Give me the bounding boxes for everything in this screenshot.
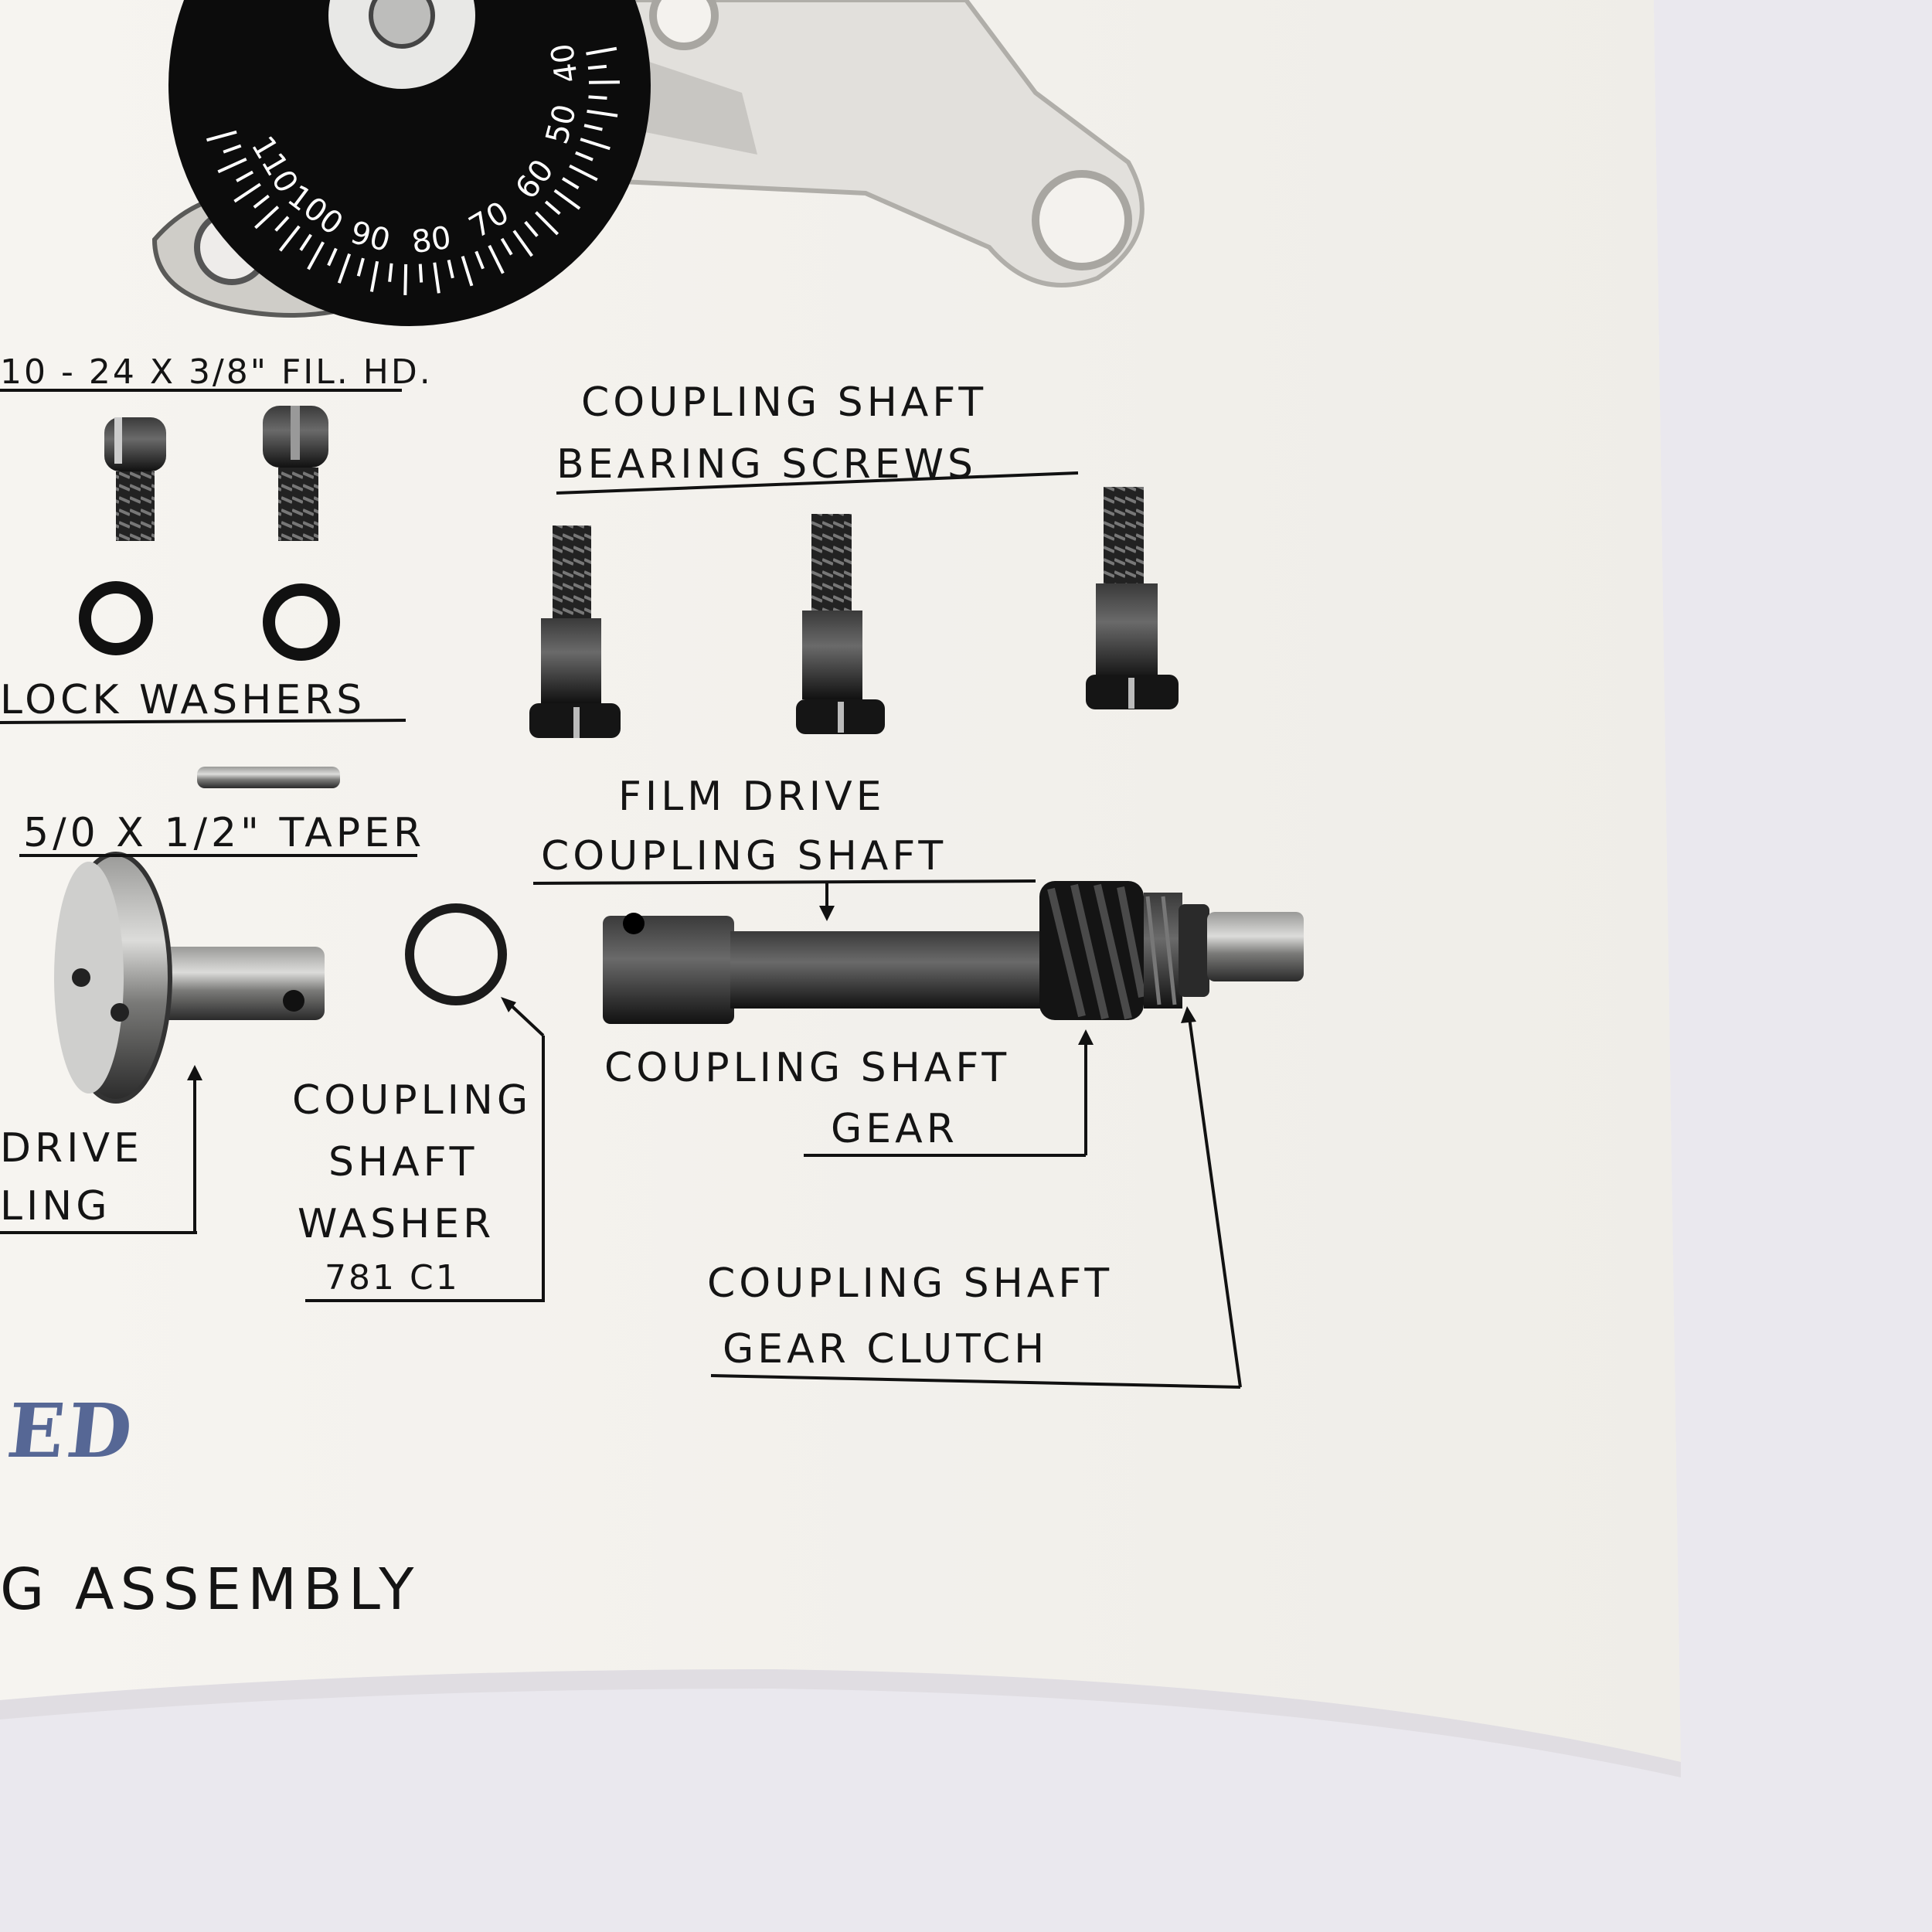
dial-tick: [433, 262, 440, 294]
washer-label-line3: WASHER: [298, 1201, 495, 1247]
dial-tick: [474, 250, 485, 270]
dial-tick: [586, 46, 617, 56]
dial-tick: [274, 216, 290, 232]
dial-tick: [233, 182, 261, 203]
dial-number: 80: [410, 220, 454, 261]
film-drive-coupling-shaft: [603, 881, 1304, 1024]
dial-tick: [388, 263, 393, 282]
dial-tick: [535, 211, 560, 236]
dial-tick: [253, 194, 270, 209]
dial-tick: [418, 264, 423, 283]
dial-tick: [447, 259, 454, 279]
clutch-label-line1: COUPLING SHAFT: [707, 1260, 1114, 1307]
lock-washer-2: [263, 583, 340, 661]
dial-tick: [461, 256, 474, 287]
dial-tick: [575, 151, 594, 162]
dial-tick: [369, 260, 379, 292]
film-drive-label-line1: FILM DRIVE: [618, 774, 886, 820]
dial-tick: [512, 230, 533, 257]
drive-coupling: [54, 852, 325, 1104]
dial-tick: [544, 200, 561, 216]
dial-tick: [217, 158, 247, 174]
dial-tick: [524, 220, 539, 237]
fil-hd-screw-label: 10 - 24 X 3/8" FIL. HD.: [0, 352, 433, 392]
washer-part-number: 781 C1: [325, 1258, 460, 1298]
dial-tick: [356, 257, 365, 277]
washer-label-line2: SHAFT: [328, 1139, 478, 1185]
dial-tick: [488, 244, 505, 274]
assembly-title: G ASSEMBLY: [0, 1556, 420, 1623]
bearing-screws-label-line1: COUPLING SHAFT: [581, 379, 988, 426]
dial-tick: [299, 233, 312, 251]
dial-tick: [587, 64, 607, 70]
dial-tick: [307, 241, 325, 270]
dial-tick: [337, 253, 352, 284]
leader-lines: [0, 389, 1242, 1389]
dial-tick: [500, 237, 513, 256]
dial-tick: [223, 144, 242, 154]
dial-tick: [588, 80, 621, 84]
stamp-text: ED: [3, 1387, 140, 1475]
dial-tick: [580, 138, 611, 151]
dial-tick: [327, 247, 338, 267]
dial-tick: [254, 206, 280, 230]
dial-tick: [587, 109, 618, 117]
drive-coupling-label-line1: DRIVE: [0, 1125, 143, 1172]
dial-ticks: [206, 46, 621, 295]
bearing-screws-label-line2: BEARING SCREWS: [556, 441, 978, 488]
dial-tick: [583, 124, 603, 131]
film-drive-label-line2: COUPLING SHAFT: [541, 833, 947, 879]
dial-tick: [236, 170, 254, 182]
gear-label-line2: GEAR: [831, 1106, 958, 1152]
dial-number: 40: [545, 41, 586, 85]
lock-washer-1: [79, 581, 153, 655]
taper-pin-label: 5/0 X 1/2" TAPER: [23, 810, 426, 856]
drive-coupling-label-line2: LING: [0, 1183, 111, 1230]
dial-tick: [206, 130, 237, 142]
lock-washers-label: LOCK WASHERS: [0, 677, 366, 723]
coupling-shaft-gear: [1039, 881, 1146, 1020]
coupling-shaft-gear-clutch: [1144, 893, 1182, 1009]
paper-curl-shadow: [0, 1669, 1681, 1777]
dial-tick: [588, 95, 607, 100]
fil-hd-screw-2: [263, 406, 328, 541]
dial-tick: [569, 164, 598, 182]
fil-hd-screw-1: [104, 417, 166, 541]
dial-tick: [278, 225, 301, 252]
clutch-label-line2: GEAR CLUTCH: [723, 1326, 1049, 1372]
bearing-screw-1: [529, 526, 621, 738]
arrow-heads: [187, 906, 1196, 1080]
washer-label-line1: COUPLING: [292, 1077, 532, 1124]
dial-tick: [561, 177, 580, 190]
bearing-screw-2: [796, 514, 885, 734]
bearing-screw-3: [1086, 487, 1179, 709]
taper-pin: [197, 767, 340, 788]
gear-label-line1: COUPLING SHAFT: [604, 1045, 1011, 1091]
dial-tick: [403, 264, 408, 295]
coupling-shaft-washer: [405, 903, 507, 1005]
dial-tick: [553, 189, 581, 210]
